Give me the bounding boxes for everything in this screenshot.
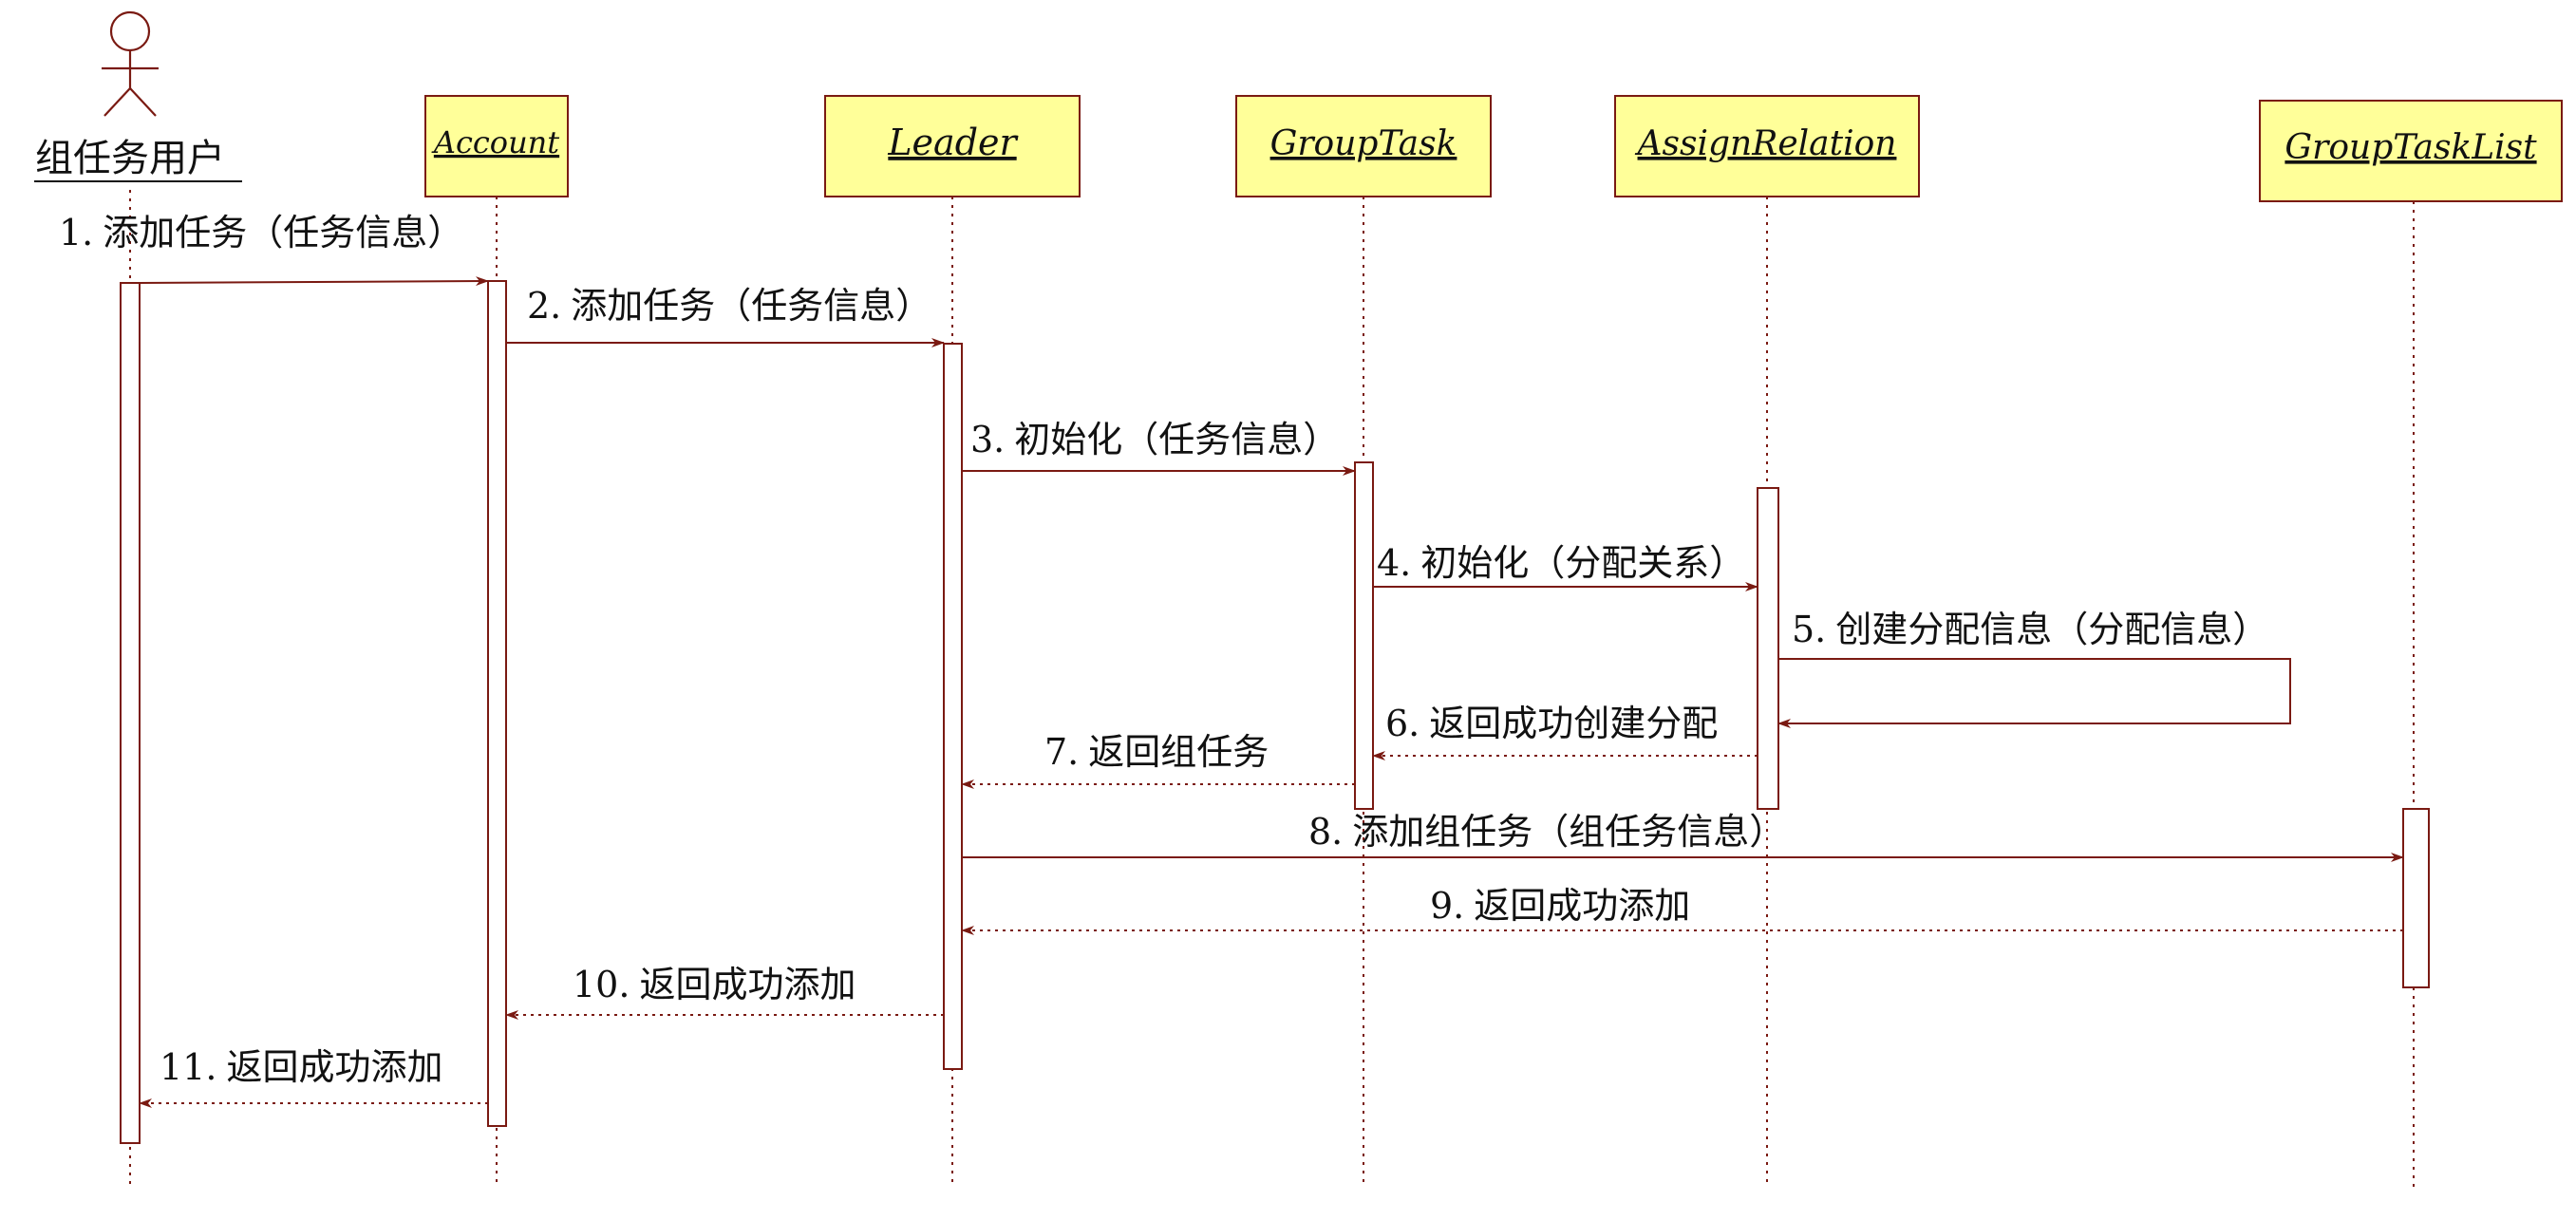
activation-bar-grouptasklist [2402,808,2430,988]
message-2-label: 2.添加任务（任务信息） [527,285,931,327]
message-11-label: 11.返回成功添加 [160,1046,442,1088]
message-11: 11.返回成功添加 [139,1046,488,1108]
message-8: 8.添加组任务（组任务信息） [962,811,2404,862]
message-1-label: 1.添加任务（任务信息） [59,212,463,253]
message-5-arrow [1777,658,2291,728]
message-7-label: 7.返回组任务 [1044,731,1269,773]
message-6: 6.返回成功创建分配 [1372,703,1758,760]
activation-bar-account [487,280,507,1127]
message-8-label: 8.添加组任务（组任务信息） [1308,811,1785,853]
object-box-assignrelation: AssignRelation [1614,95,1920,197]
message-5-label: 5.创建分配信息（分配信息） [1792,609,2268,650]
object-box-grouptasklist: GroupTaskList [2259,100,2563,202]
message-6-label: 6.返回成功创建分配 [1385,703,1718,744]
activation-bar-grouptask [1354,461,1374,810]
object-label-account: Account [431,124,559,160]
message-4-label: 4.初始化（分配关系） [1377,542,1745,584]
message-3-label: 3.初始化（任务信息） [970,419,1339,460]
message-3: 3.初始化（任务信息） [962,419,1356,476]
object-box-leader: Leader [824,95,1081,197]
object-label-leader: Leader [887,122,1019,163]
object-label-assignrelation: AssignRelation [1635,124,1897,163]
message-2: 2.添加任务（任务信息） [506,285,945,347]
actor-label: 组任务用户 [35,137,225,180]
message-10: 10.返回成功添加 [505,964,944,1020]
message-10-label: 10.返回成功添加 [573,964,856,1005]
message-9: 9.返回成功添加 [961,885,2403,935]
activation-bar-assignrelation [1757,487,1779,810]
activation-bar-user [120,282,141,1144]
message-1-arrow [139,276,489,287]
object-label-grouptask: GroupTask [1270,124,1457,163]
message-9-label: 9.返回成功添加 [1430,885,1690,927]
message-7: 7.返回组任务 [961,731,1355,789]
message-1: 1.添加任务（任务信息） [59,212,489,287]
actor-stick-figure-icon [102,10,159,117]
activation-bar-leader [943,343,963,1070]
object-box-grouptask: GroupTask [1235,95,1492,197]
object-label-grouptasklist: GroupTaskList [2285,128,2537,167]
message-5: 5.创建分配信息（分配信息） [1777,609,2291,728]
object-box-account: Account [424,95,569,197]
message-4: 4.初始化（分配关系） [1373,542,1758,591]
